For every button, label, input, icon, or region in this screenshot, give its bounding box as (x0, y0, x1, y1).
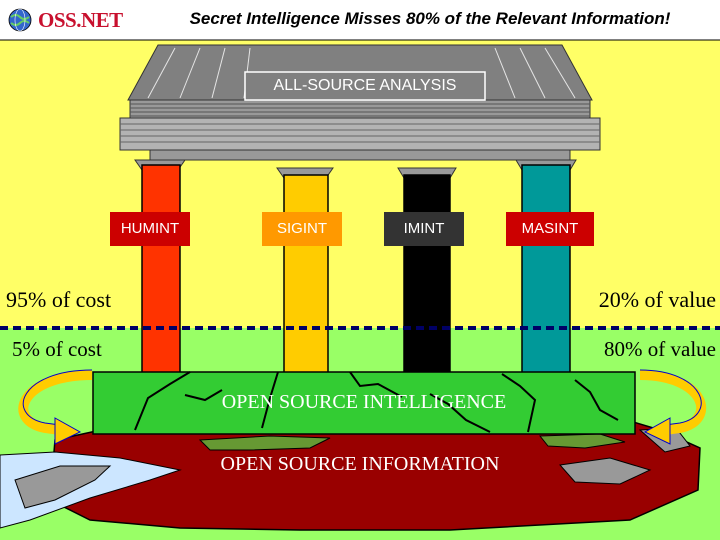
right-bottom-label: 80% of value (604, 337, 716, 361)
base-information (0, 417, 701, 531)
left-bottom-label: 5% of cost (12, 337, 102, 361)
cycle-arrow-right (639, 369, 707, 445)
pillars (110, 159, 594, 374)
slide-title: Secret Intelligence Misses 80% of the Re… (189, 9, 671, 28)
pillar-masint (506, 159, 594, 374)
pillar-imint (384, 167, 464, 374)
roof-label: ALL-SOURCE ANALYSIS (273, 77, 457, 94)
pillar-sigint (262, 167, 342, 374)
pillar-label-imint: IMINT (403, 220, 445, 237)
left-top-label: 95% of cost (6, 287, 112, 312)
pillar-label-humint: HUMINT (120, 220, 180, 237)
base-label: OPEN SOURCE INFORMATION (220, 453, 500, 475)
roof-label-box (244, 71, 486, 101)
cycle-arrow-left (18, 369, 93, 445)
roof (119, 44, 601, 161)
right-top-label: 20% of value (598, 287, 716, 312)
pillar-humint (110, 159, 190, 374)
globe-icon (8, 8, 32, 32)
pillar-label-masint: MASINT (521, 220, 579, 237)
foundation-label: OPEN SOURCE INTELLIGENCE (221, 391, 507, 413)
foundation-intelligence (92, 371, 636, 435)
logo-text: OSS.NET (38, 8, 123, 32)
pillar-label-sigint: SIGINT (276, 220, 327, 237)
